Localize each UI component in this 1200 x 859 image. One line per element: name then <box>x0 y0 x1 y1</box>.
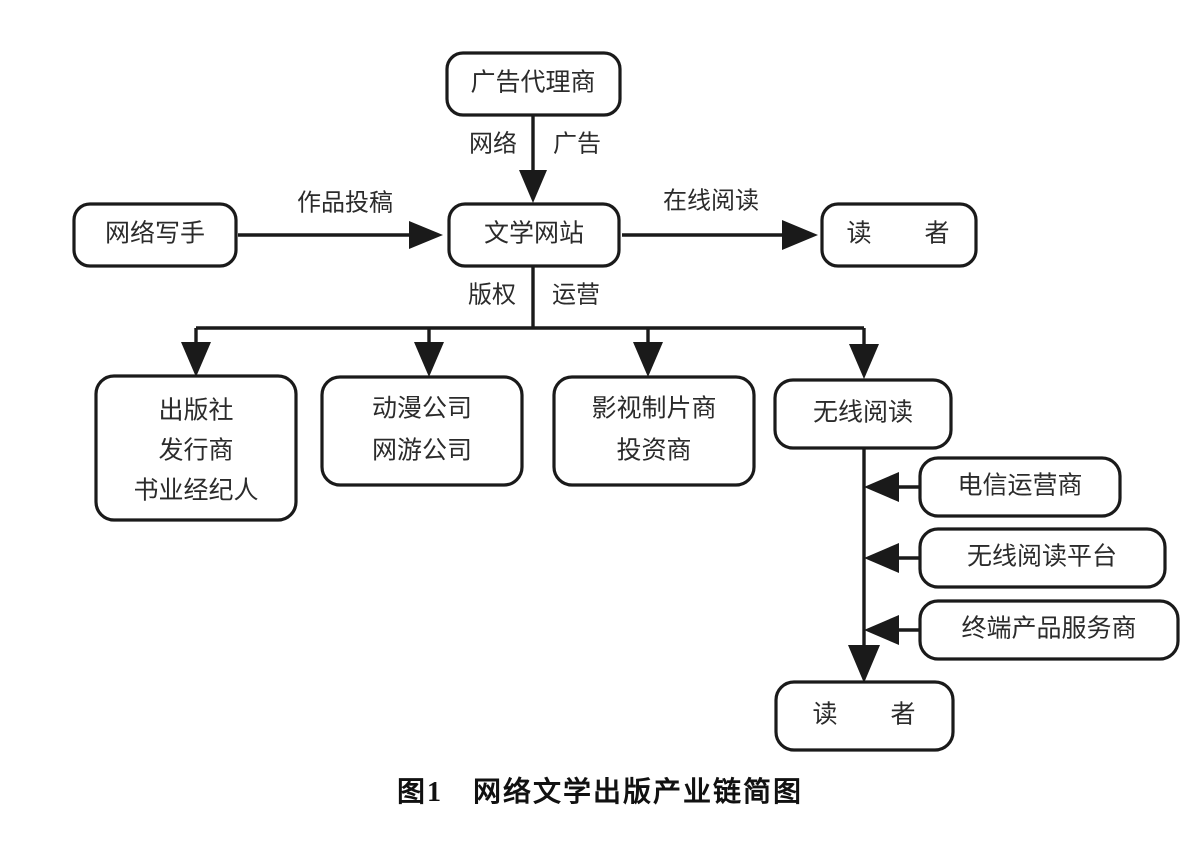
arrow-head-left-telecom <box>864 472 899 502</box>
node-wireless-reading[interactable]: 无线阅读 <box>773 378 953 450</box>
node-terminal-service-provider-label: 终端产品服务商 <box>961 615 1136 643</box>
node-film-producer-box[interactable] <box>552 375 756 487</box>
edge-label-submission: 作品投稿 <box>297 190 393 217</box>
edge-label-online-reading: 在线阅读 <box>663 188 759 215</box>
node-lit-site-label: 文学网站 <box>484 220 584 248</box>
node-reader-top-label: 读 者 <box>846 220 963 248</box>
edge-telecom-to-trunk <box>864 472 920 502</box>
edge-wireless-platform-to-trunk <box>864 543 920 573</box>
arrow-head-right-online-reading <box>782 220 818 250</box>
node-lit-site-box[interactable] <box>447 202 621 268</box>
node-ad-agency-label: 广告代理商 <box>470 69 595 97</box>
arrow-head-right-submission <box>409 221 443 249</box>
node-publisher[interactable]: 出版社 发行商 书业经纪人 <box>94 374 298 522</box>
node-anime-company-label-line2: 网游公司 <box>372 437 472 465</box>
edge-drop-to-film <box>633 328 663 377</box>
node-ad-agency-box[interactable] <box>445 51 622 117</box>
node-reader-bottom[interactable]: 读 者 <box>774 680 955 752</box>
arrow-head-down-ad <box>519 170 547 203</box>
arrow-head-left-platform <box>864 543 899 573</box>
edge-ad-agency-to-lit-site <box>519 115 547 203</box>
edge-drop-to-wireless-read <box>849 328 879 379</box>
node-anime-company-box[interactable] <box>320 375 524 487</box>
node-wireless-platform-label: 无线阅读平台 <box>967 543 1117 571</box>
node-wireless-reading-label: 无线阅读 <box>813 399 913 427</box>
node-terminal-service-provider-box[interactable] <box>918 599 1180 661</box>
edge-lit-site-to-reader-top <box>622 220 818 250</box>
node-telecom-operator[interactable]: 电信运营商 <box>918 456 1122 518</box>
node-reader-top[interactable]: 读 者 <box>820 202 978 268</box>
node-telecom-operator-box[interactable] <box>918 456 1122 518</box>
node-film-producer-label-line1: 影视制片商 <box>591 395 716 423</box>
edge-label-advertising: 广告 <box>553 131 601 158</box>
edge-lit-site-distribution-trunk <box>196 265 864 330</box>
node-anime-company[interactable]: 动漫公司 网游公司 <box>320 375 524 487</box>
arrow-head-down-wireless <box>849 344 879 379</box>
node-lit-site[interactable]: 文学网站 <box>447 202 621 268</box>
edge-web-writer-to-lit-site <box>238 221 443 249</box>
node-reader-top-box[interactable] <box>820 202 978 268</box>
edge-wireless-read-to-reader-bottom <box>848 448 880 683</box>
node-wireless-platform[interactable]: 无线阅读平台 <box>918 527 1167 589</box>
node-publisher-box[interactable] <box>94 374 298 522</box>
node-web-writer-label: 网络写手 <box>105 220 205 248</box>
arrow-head-down-publisher <box>181 342 211 377</box>
node-web-writer[interactable]: 网络写手 <box>72 202 238 268</box>
node-wireless-platform-box[interactable] <box>918 527 1167 589</box>
edge-drop-to-publisher <box>181 328 211 377</box>
arrow-head-down-reader-bottom <box>848 645 880 683</box>
arrow-head-left-terminal <box>864 615 899 645</box>
node-reader-bottom-label: 读 者 <box>812 701 929 729</box>
edge-label-network: 网络 <box>469 131 517 158</box>
edge-terminal-service-to-trunk <box>864 615 920 645</box>
node-reader-bottom-box[interactable] <box>774 680 955 752</box>
node-publisher-label-line1: 出版社 <box>158 397 233 425</box>
node-wireless-reading-box[interactable] <box>773 378 953 450</box>
arrow-head-down-film <box>633 342 663 377</box>
node-web-writer-box[interactable] <box>72 202 238 268</box>
node-publisher-label-line3: 书业经纪人 <box>133 477 258 505</box>
node-publisher-label-line2: 发行商 <box>158 437 233 465</box>
figure-caption: 图1 网络文学出版产业链简图 <box>396 777 803 808</box>
node-terminal-service-provider[interactable]: 终端产品服务商 <box>918 599 1180 661</box>
node-ad-agency[interactable]: 广告代理商 <box>445 51 622 117</box>
node-film-producer[interactable]: 影视制片商 投资商 <box>552 375 756 487</box>
edge-label-copyright: 版权 <box>468 282 516 309</box>
edge-label-operation: 运营 <box>552 282 600 309</box>
node-telecom-operator-label: 电信运营商 <box>957 472 1082 500</box>
node-anime-company-label-line1: 动漫公司 <box>372 395 472 423</box>
node-film-producer-label-line2: 投资商 <box>616 437 691 465</box>
edge-drop-to-anime <box>414 328 444 377</box>
arrow-head-down-anime <box>414 342 444 377</box>
